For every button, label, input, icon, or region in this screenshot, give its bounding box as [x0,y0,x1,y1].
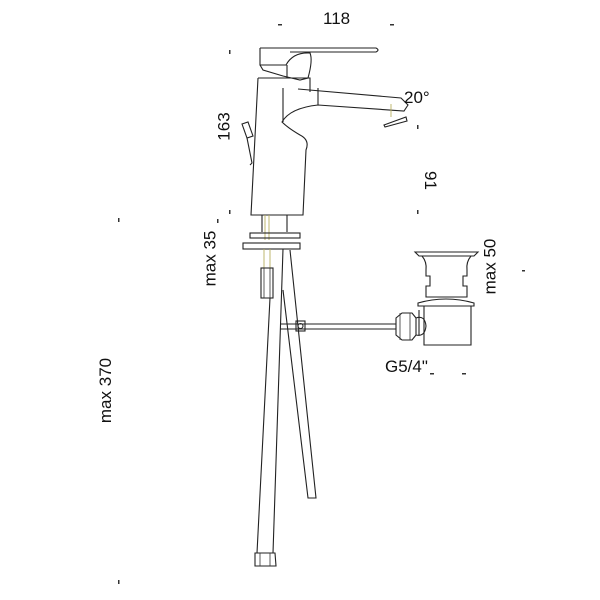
supply-hose [254,248,317,567]
dimension-ticks [118,24,525,584]
faucet-body [250,47,409,216]
thread-label: G5/4" [385,357,428,376]
hose-length-label: max 370 [96,357,116,424]
spout-height-label: 91 [420,171,440,190]
popup-lever [241,121,254,166]
height-dimension-label: 163 [214,112,234,141]
angle-dimension-label: 20° [404,88,430,107]
mounting-shank [242,215,301,299]
drain-max-label: max 50 [480,238,500,295]
width-dimension-label: 118 [323,9,351,28]
drain-waste [395,251,480,346]
popup-rod [280,320,396,332]
max-thickness-label: max 35 [200,230,220,287]
